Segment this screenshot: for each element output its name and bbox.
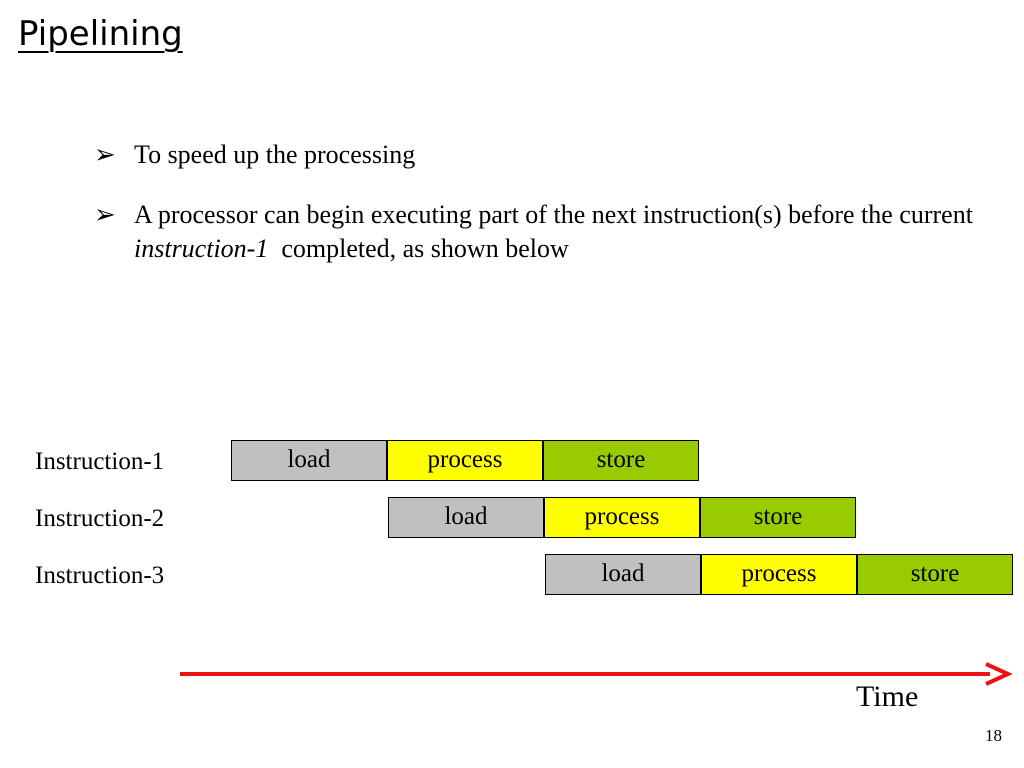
stage-process: process (544, 497, 700, 538)
arrow-bullet-icon: ➢ (94, 140, 116, 169)
bullet-text: To speed up the processing (134, 140, 416, 169)
stage-load: load (388, 497, 544, 538)
instruction-label: Instruction-1 (35, 448, 165, 475)
bullet-text: A processor can begin executing part of … (134, 198, 1014, 266)
stage-store: store (700, 497, 856, 538)
bullet-text-before: A processor can begin executing part of … (134, 200, 973, 229)
arrow-bullet-icon: ➢ (94, 200, 116, 229)
bullet-text-italic: instruction-1 (134, 234, 269, 263)
stage-store: store (857, 554, 1013, 595)
bullet-text-after: completed, as shown below (281, 234, 569, 263)
stage-process: process (701, 554, 857, 595)
stage-load: load (545, 554, 701, 595)
stage-store: store (543, 440, 699, 481)
time-arrow-icon (180, 662, 1012, 686)
page-title: Pipelining (18, 14, 183, 54)
time-label: Time (856, 680, 919, 713)
instruction-label: Instruction-2 (35, 505, 165, 532)
stage-process: process (387, 440, 543, 481)
instruction-label: Instruction-3 (35, 562, 165, 589)
page-number: 18 (985, 726, 1002, 745)
stage-load: load (231, 440, 387, 481)
